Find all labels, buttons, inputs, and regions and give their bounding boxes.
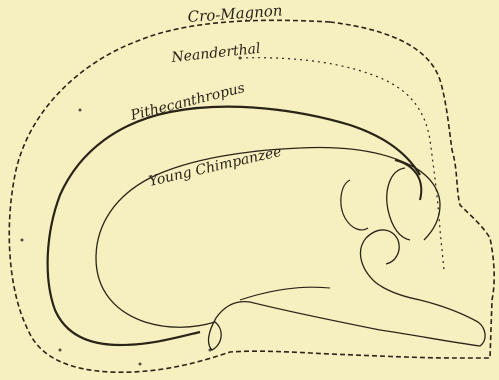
pithecanthropus-outline: [48, 107, 420, 345]
young-chimpanzee-label: Young Chimpanzee: [147, 144, 283, 190]
pithecanthropus-label: Pithecanthropus: [128, 80, 246, 124]
chimpanzee-jaw-detail: [240, 287, 330, 300]
chimpanzee-brow-detail: [387, 168, 410, 240]
chimpanzee-orbit-detail: [341, 180, 368, 230]
neanderthal-label: Neanderthal: [170, 41, 261, 66]
cro-magnon-label: Cro-Magnon: [187, 1, 283, 26]
pithecanthropus-front-detail: [395, 160, 421, 200]
